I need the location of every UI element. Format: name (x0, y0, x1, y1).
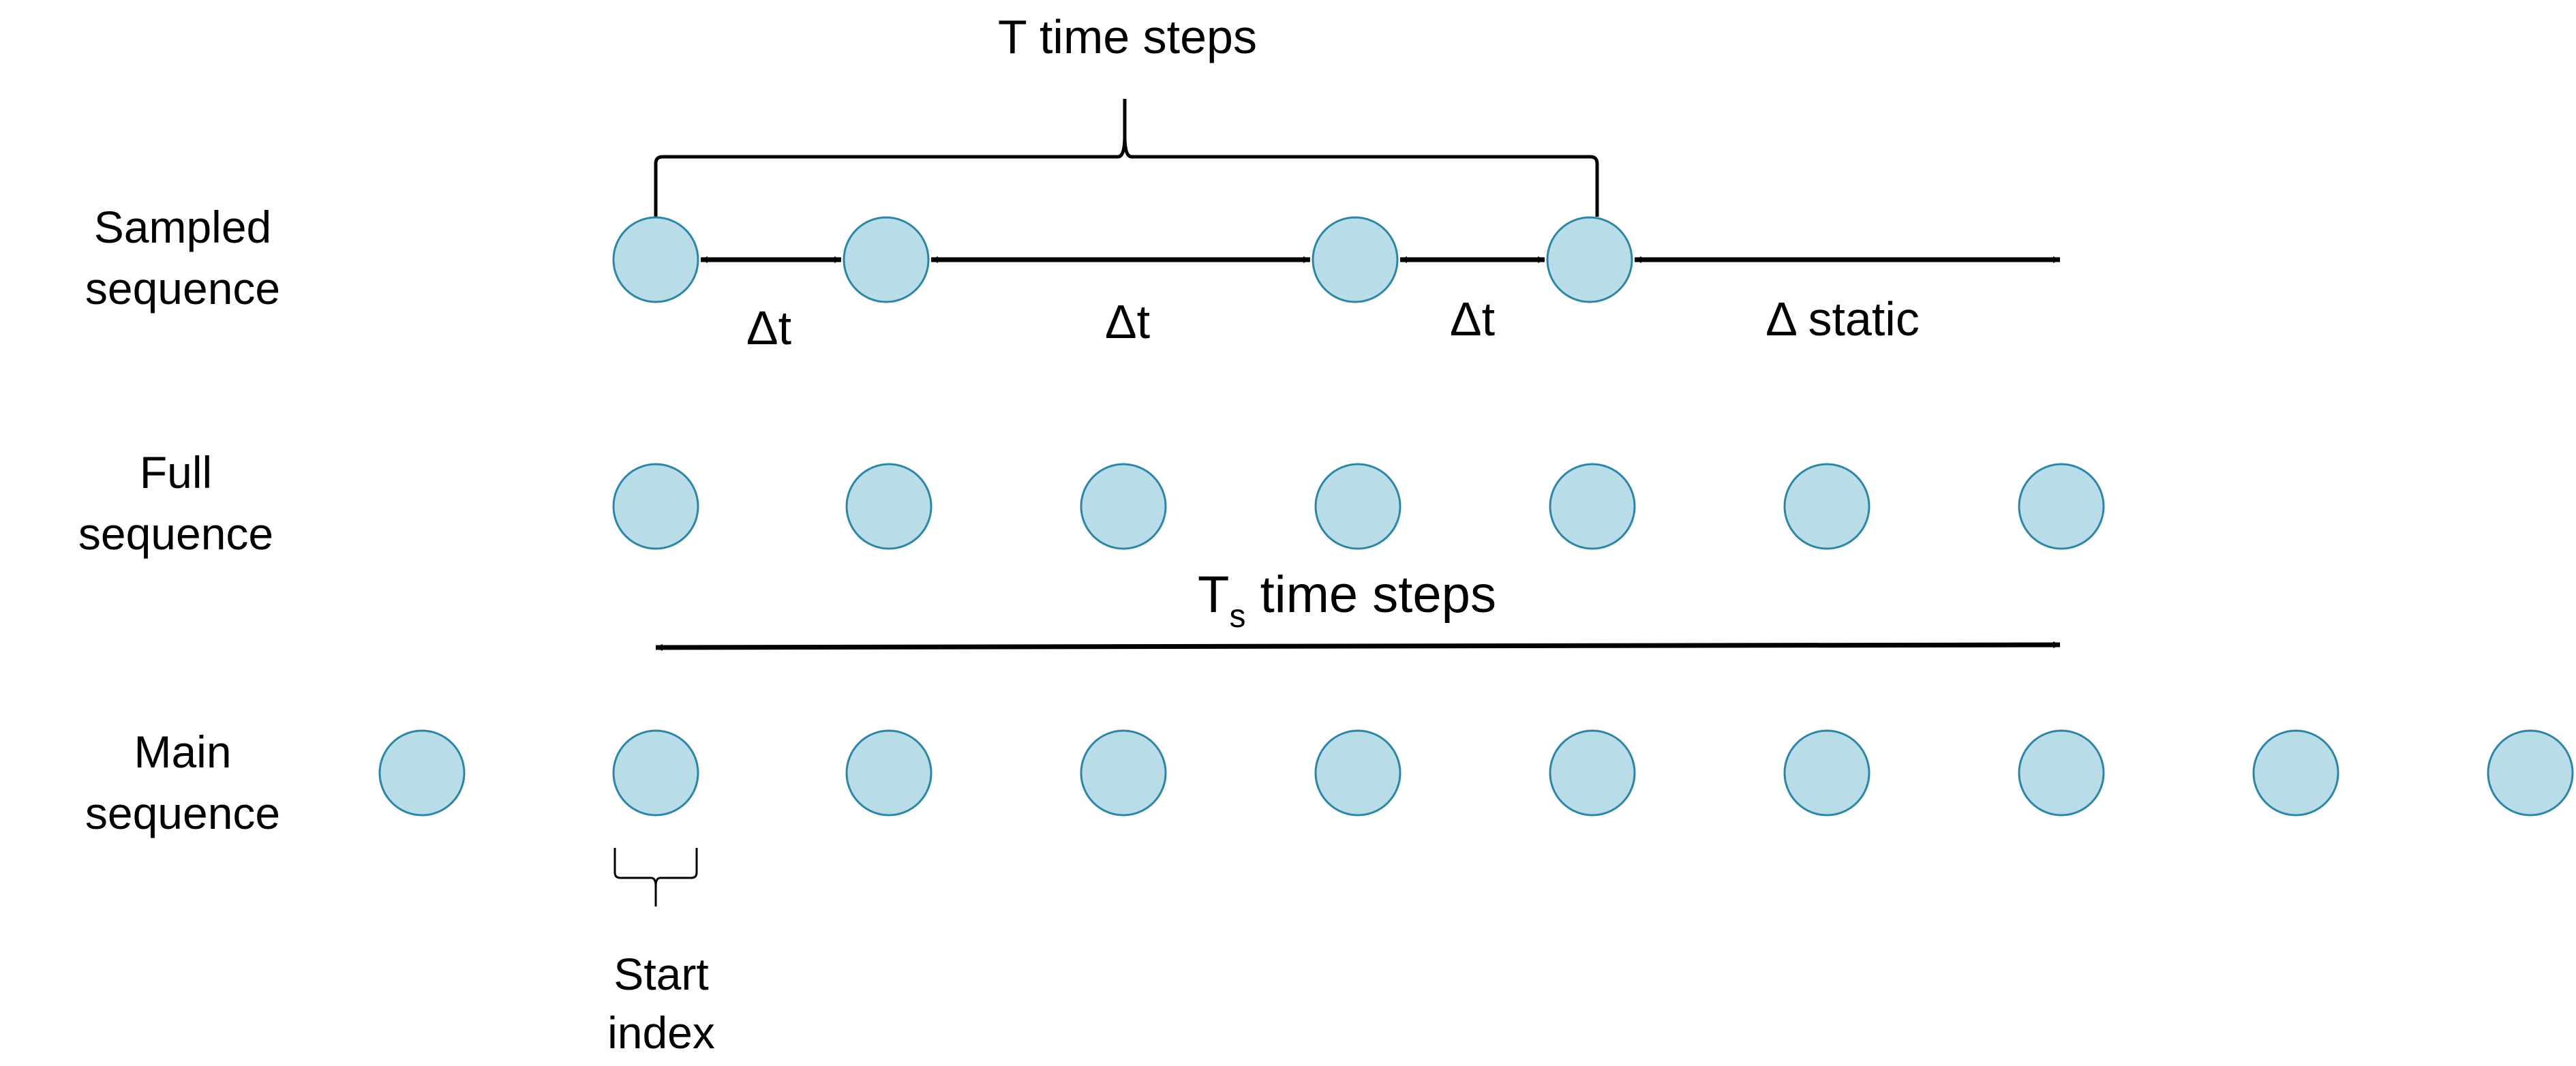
full-node (612, 463, 699, 550)
start-index-label-line2: index (607, 1007, 715, 1058)
main-node (1549, 729, 1636, 817)
start-index-label-line1: Start (613, 949, 708, 999)
main-node (2252, 729, 2339, 817)
top-brace-label: T time steps (998, 10, 1257, 63)
full-node (2018, 463, 2105, 550)
full-node (845, 463, 933, 550)
start-index-brace (613, 848, 698, 907)
sampled-node (1312, 216, 1399, 303)
full-sequence-label-line2: sequence (78, 508, 273, 559)
delta-t-label-1: Δt (746, 301, 791, 354)
main-node (1080, 729, 1167, 817)
delta-static-label: Δ static (1766, 292, 1920, 346)
full-node (1783, 463, 1870, 550)
delta-t-label-3: Δt (1450, 292, 1495, 346)
sampled-node (612, 216, 699, 303)
ts-arrow (655, 641, 2061, 651)
main-sequence-label-line2: sequence (85, 788, 280, 838)
sampled-sequence-label-line2: sequence (85, 263, 280, 314)
full-sequence-label-line1: Full (140, 447, 212, 498)
full-node (1080, 463, 1167, 550)
sampled-node (1546, 216, 1633, 303)
main-sequence-label-line1: Main (134, 727, 231, 777)
main-node (1314, 729, 1401, 817)
full-node (1314, 463, 1401, 550)
ts-time-steps-label: Ts time steps (1198, 566, 1496, 635)
sampled-node (843, 216, 930, 303)
sampled-sequence-label-line1: Sampled (94, 202, 272, 252)
main-node (378, 729, 466, 817)
main-node (612, 729, 699, 817)
full-node (1549, 463, 1636, 550)
main-node (2018, 729, 2105, 817)
main-node (2487, 729, 2574, 817)
delta-t-label-2: Δt (1105, 295, 1150, 348)
main-node (845, 729, 933, 817)
top-brace (654, 99, 1599, 217)
main-node (1783, 729, 1870, 817)
